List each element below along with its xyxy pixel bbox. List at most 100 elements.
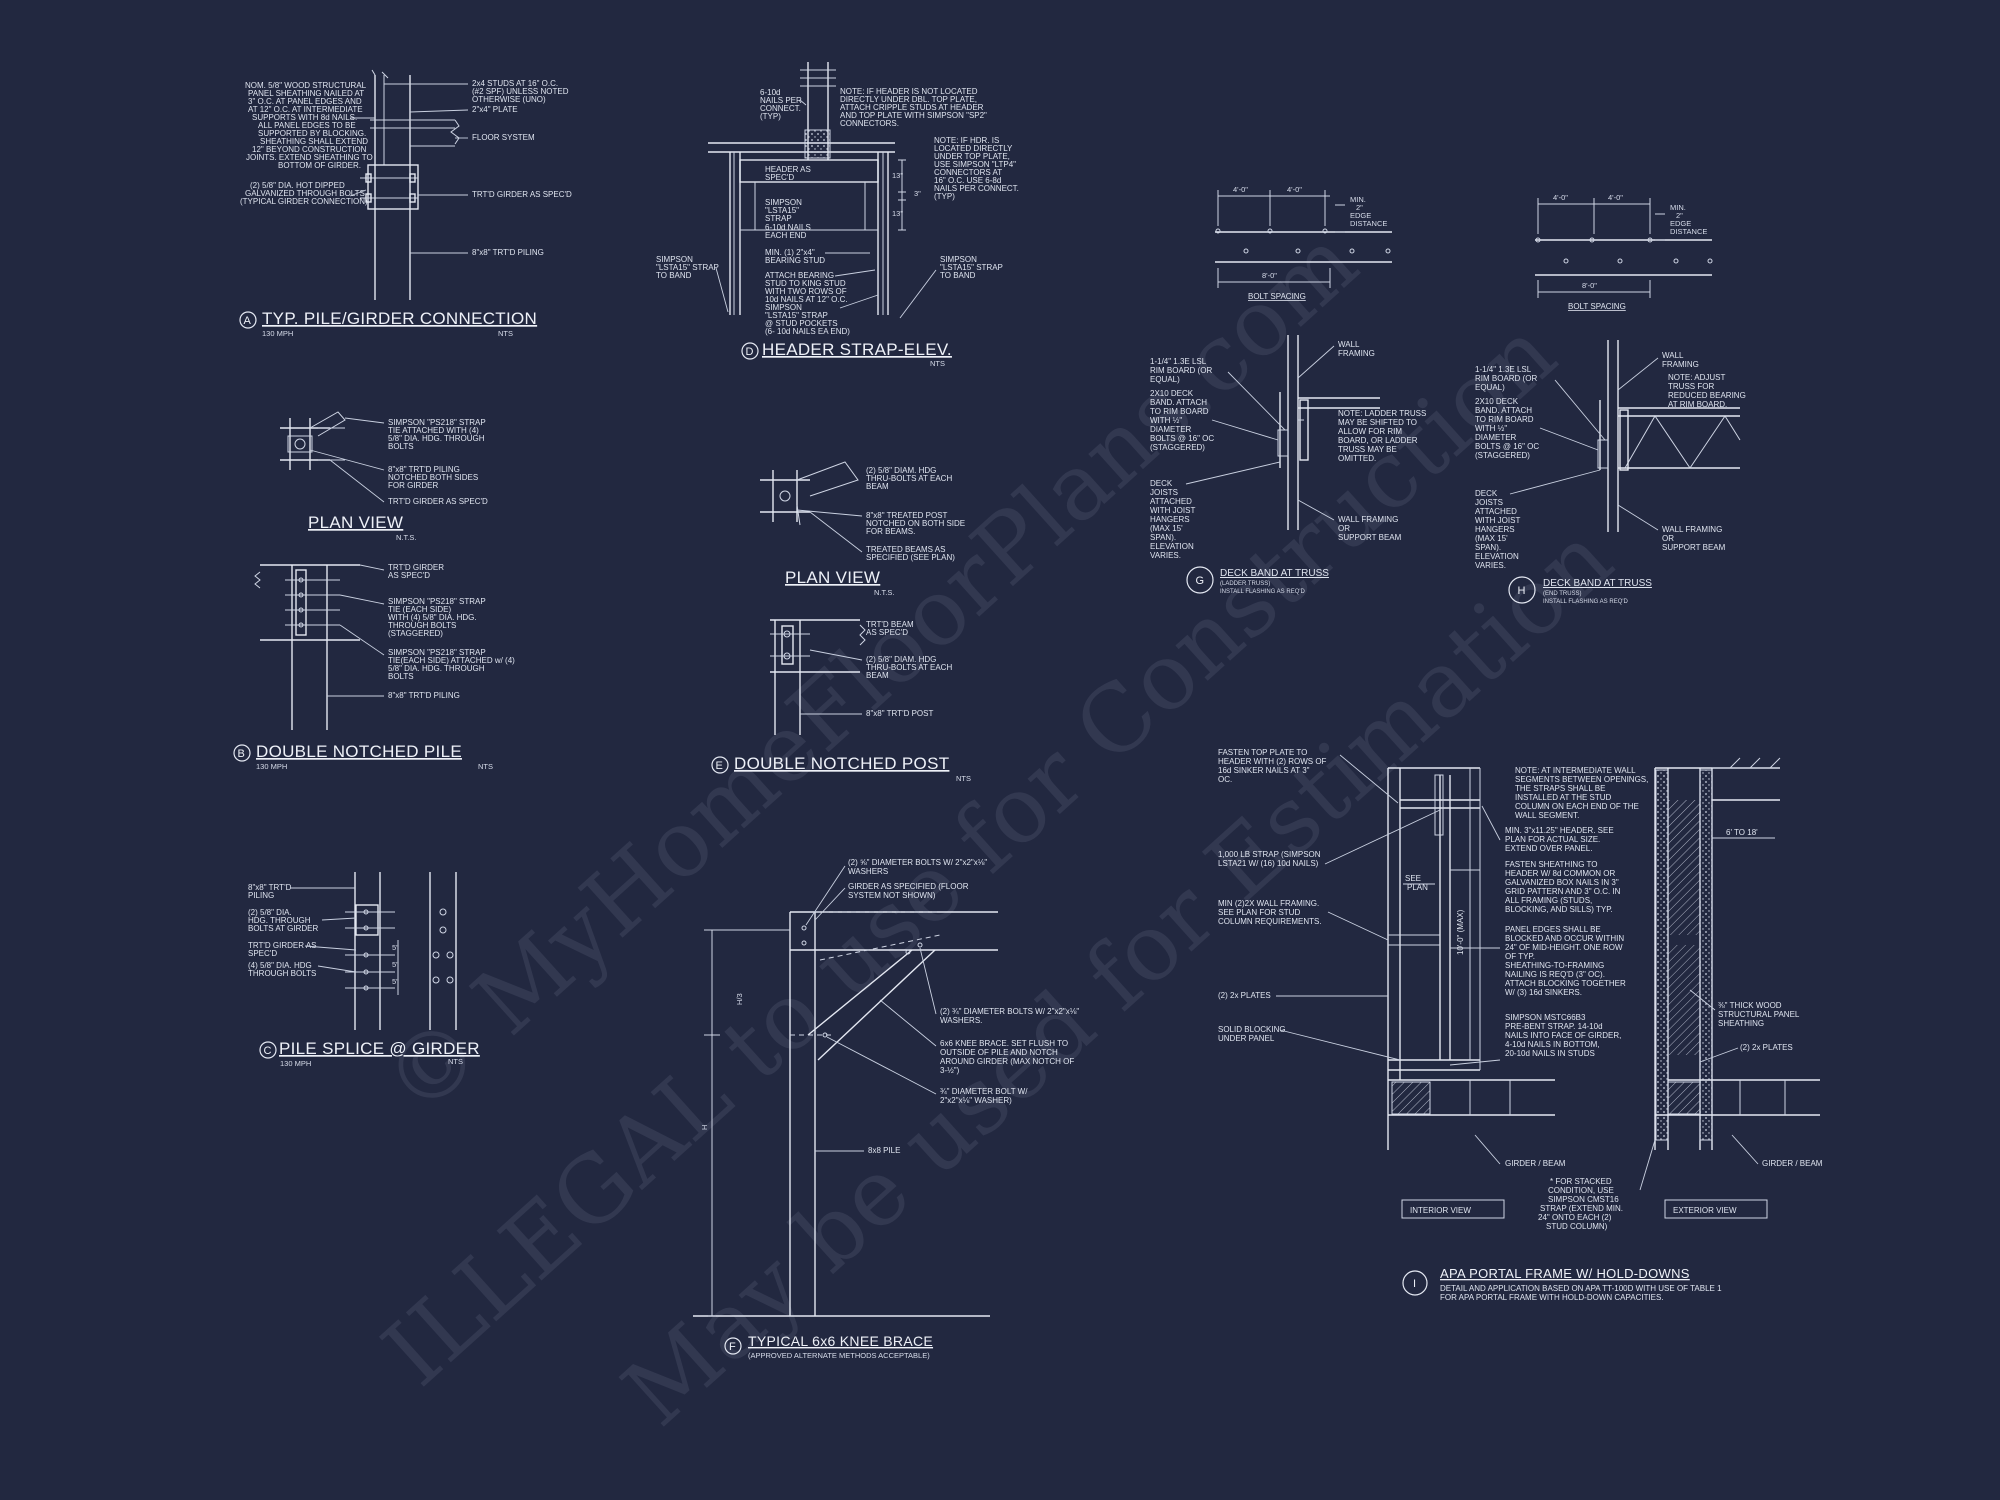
- note-line: GRID PATTERN AND 3" O.C. IN: [1505, 887, 1621, 896]
- note-line: (MAX 15': [1475, 534, 1508, 543]
- note-line: (#2 SPF) UNLESS NOTED: [472, 87, 569, 96]
- dim-2: 3": [914, 189, 921, 198]
- note-line: ATTACH BLOCKING TOGETHER: [1505, 979, 1626, 988]
- note-line: HANGERS: [1475, 525, 1515, 534]
- interior-view-box: [1401, 1199, 1505, 1219]
- watermark: © MyHomeFloorPlans.com ILLEGAL to use fo…: [363, 208, 1632, 1446]
- dim-2: 5": [392, 960, 399, 969]
- detail-b-title: DOUBLE NOTCHED PILE: [256, 742, 462, 761]
- note-line: AT 12" O.C. AT INTERMEDIATE: [248, 105, 363, 114]
- note-line: JOINTS. EXTEND SHEATHING TO: [246, 153, 373, 162]
- note-line: THROUGH BOLTS: [248, 969, 316, 978]
- note-line: (STAGGERED): [388, 629, 443, 638]
- interior-view-label: INTERIOR VIEW: [1410, 1206, 1471, 1215]
- dim-h3: H/3: [735, 993, 744, 1005]
- note-line: SOLID BLOCKING: [1218, 1025, 1286, 1034]
- note-line: BOLTS: [388, 442, 414, 451]
- note-line: WALL FRAMING: [1338, 515, 1398, 524]
- note-line: DECK: [1475, 489, 1498, 498]
- note-line: 4-10d NAILS IN BOTTOM,: [1505, 1040, 1600, 1049]
- note-line: HEADER AS: [765, 165, 811, 174]
- note-line: 3-½"): [940, 1066, 960, 1075]
- note-line: 3" O.C. AT PANEL EDGES AND: [248, 97, 362, 106]
- note-girder-2: GIRDER / BEAM: [1762, 1159, 1823, 1168]
- note-line: SHEATHING-TO-FRAMING: [1505, 961, 1604, 970]
- note-line: 6-10d: [760, 88, 780, 97]
- note-line: SPAN).: [1150, 533, 1176, 542]
- note-line: DIRECTLY UNDER DBL. TOP PLATE,: [840, 95, 977, 104]
- note-line: "LSTA15" STRAP: [765, 311, 828, 320]
- note-line: BLOCKING, AND SILLS) TYP.: [1505, 905, 1613, 914]
- note-line: WALL FRAMING: [1662, 525, 1722, 534]
- note-plates: (2) 2x PLATES: [1218, 991, 1271, 1000]
- note-line: WITH (4) 5/8" DIA. HDG.: [388, 613, 477, 622]
- note-line: ATTACHED: [1150, 497, 1192, 506]
- note-line: (2) 5/8" DIA. HOT DIPPED: [250, 181, 345, 190]
- detail-c-scale: NTS: [448, 1057, 463, 1066]
- note-line: EDGE: [1350, 211, 1371, 220]
- note-line: THRU-BOLTS AT EACH: [866, 474, 952, 483]
- note-line: RIM BOARD (OR: [1150, 366, 1212, 375]
- note-line: ATTACHED: [1475, 507, 1517, 516]
- note-line: STUD TO KING STUD: [765, 279, 846, 288]
- note-line: SPEC'D: [765, 173, 794, 182]
- note-line: NAILS PER CONNECT.: [934, 184, 1019, 193]
- note-line: USE SIMPSON "LTP4": [934, 160, 1016, 169]
- note-line: HDG. THROUGH: [248, 916, 311, 925]
- dim-3: 5": [392, 977, 399, 986]
- note-line: FRAMING: [1662, 360, 1699, 369]
- note-line: NOTCHED ON BOTH SIDE: [866, 519, 965, 528]
- note-line: EXTEND OVER PANEL.: [1505, 844, 1592, 853]
- note-line: 2": [1676, 211, 1683, 220]
- note-line: WALL: [1662, 351, 1684, 360]
- note-line: MIN.: [1670, 203, 1686, 212]
- dim-1: 4'-0": [1553, 193, 1568, 202]
- note-line: 16" O.C. USE 6-8d: [934, 176, 1001, 185]
- note-line: SUPPORTS WITH 8d NAILS.: [252, 113, 357, 122]
- note-line: PILING: [248, 891, 274, 900]
- note-line: TRT'D GIRDER: [388, 563, 444, 572]
- note-line: OUTSIDE OF PILE AND NOTCH: [940, 1048, 1058, 1057]
- note-line: 1-1/4" 1.3E LSL: [1150, 357, 1207, 366]
- note-line: 12" BEYOND CONSTRUCTION: [252, 145, 367, 154]
- svg-text:MIN (2)2X WALL FRAMING.SEE PLA: MIN (2)2X WALL FRAMING.SEE PLAN FOR STUD…: [1218, 899, 1322, 926]
- note-line: ⅜" THICK WOOD: [1718, 1001, 1782, 1010]
- note-line: ALL FRAMING (STUDS,: [1505, 896, 1592, 905]
- note-line: TREATED BEAMS AS: [866, 545, 945, 554]
- note-line: NOTE: IF HEADER IS NOT LOCATED: [840, 87, 978, 96]
- note-line: ELEVATION: [1150, 542, 1194, 551]
- bolt-spacing-label: BOLT SPACING: [1568, 302, 1626, 311]
- note-line: STRAP: [765, 214, 792, 223]
- note-line: JOISTS: [1150, 488, 1178, 497]
- note-line: WITH JOIST: [1150, 506, 1195, 515]
- note-line: PLAN: [1407, 883, 1428, 892]
- note-floor-system: FLOOR SYSTEM: [472, 133, 535, 142]
- note-line: INSTALL FLASHING AS REQ'D: [1543, 599, 1629, 605]
- note-line: FASTEN TOP PLATE TO: [1218, 748, 1307, 757]
- note-line: SIMPSON: [765, 303, 802, 312]
- detail-c-title: PILE SPLICE @ GIRDER: [279, 1039, 480, 1058]
- note-post: 8"x8" TRT'D POST: [866, 709, 933, 718]
